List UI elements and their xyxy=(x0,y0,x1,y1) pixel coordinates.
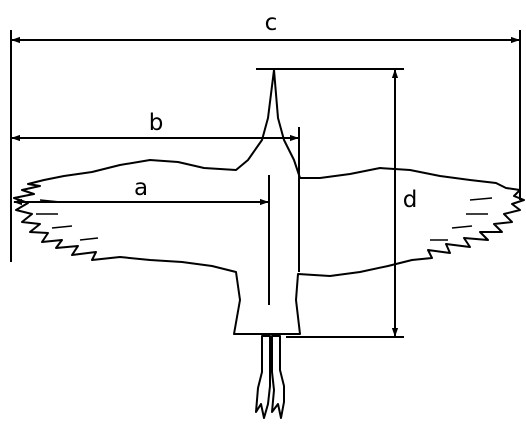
dimension-c: c xyxy=(10,10,521,262)
dimension-b-label: b xyxy=(149,110,164,136)
dimension-a: a xyxy=(13,175,270,305)
bird-legs xyxy=(255,335,285,419)
dimension-a-label: a xyxy=(134,175,148,201)
dimension-b: b xyxy=(11,110,300,272)
dimension-d-label: d xyxy=(403,187,418,213)
dimension-d: d xyxy=(256,68,418,338)
dimension-c-label: c xyxy=(265,10,278,36)
